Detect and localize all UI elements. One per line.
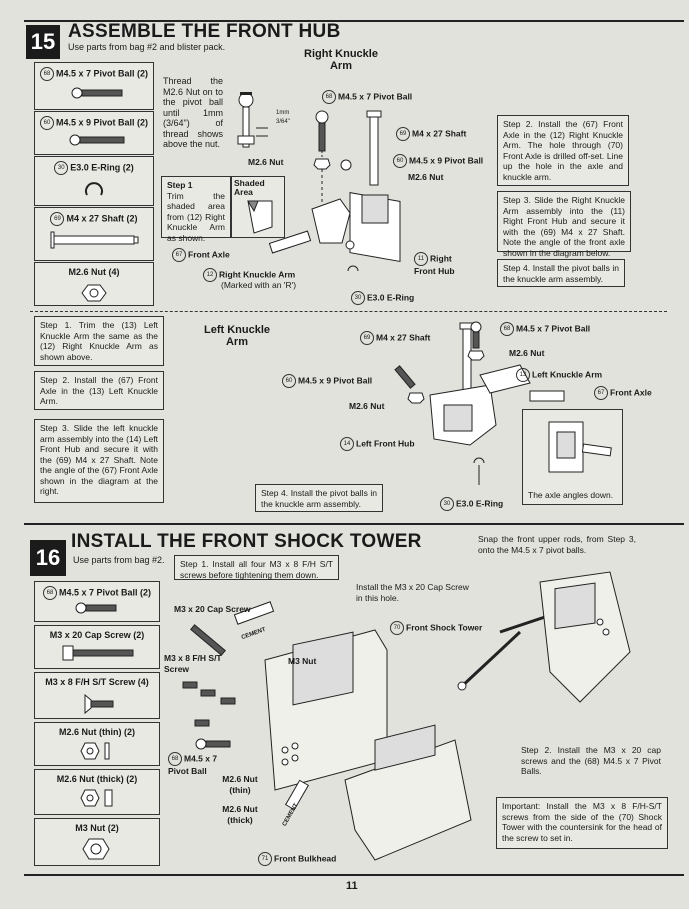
shock-tower-diagram bbox=[182, 601, 472, 861]
part-m26-nut: M2.6 Nut (4) bbox=[34, 262, 154, 306]
label-nut-left-a: M2.6 Nut bbox=[509, 348, 545, 358]
step2-right-box: Step 2. Install the (67) Front Axle in t… bbox=[497, 115, 629, 186]
step-number-15: 15 bbox=[26, 25, 60, 59]
section-divider bbox=[30, 311, 667, 312]
label-arm-right-note: (Marked with an 'R') bbox=[221, 280, 297, 290]
shaft-icon bbox=[50, 231, 139, 249]
label-nut-right-a: M2.6 Nut bbox=[248, 157, 284, 167]
e-ring-icon bbox=[85, 182, 103, 196]
label-nut-thick: M2.6 Nut (thick) bbox=[222, 804, 258, 825]
step-number-16: 16 bbox=[30, 540, 66, 576]
bottom-rule bbox=[24, 874, 684, 876]
section-16-subtitle: Use parts from bag #2. bbox=[73, 555, 165, 565]
step4-right-box: Step 4. Install the pivot balls in the k… bbox=[497, 259, 625, 287]
step3-left-box: Step 3. Slide the left knuckle arm assem… bbox=[34, 419, 164, 503]
label-m3-nut: M3 Nut bbox=[288, 656, 317, 666]
left-knuckle-title: Left Knuckle Arm bbox=[203, 324, 270, 348]
nut-thick-icon bbox=[80, 789, 113, 807]
thread-note: Thread the M2.6 Nut on to the pivot ball… bbox=[163, 76, 223, 149]
step1-16-box: Step 1. Install all four M3 x 8 F/H S/T … bbox=[174, 555, 339, 580]
snap-note-box: Snap the front upper rods, from Step 3, … bbox=[478, 534, 636, 555]
label-fh-screw: M3 x 8 F/H S/T Screw bbox=[164, 653, 222, 674]
upper-rods-sketch bbox=[457, 571, 631, 703]
shaded-area-box: Shaded Area bbox=[231, 176, 285, 238]
right-knuckle-diagram bbox=[268, 110, 401, 272]
step2-16-box: Step 2. Install the M3 x 20 cap screws a… bbox=[521, 745, 661, 776]
right-knuckle-title: Right Knuckle Arm bbox=[304, 48, 378, 72]
shaded-area-sketch bbox=[247, 200, 273, 234]
nut-thin-icon bbox=[80, 742, 110, 760]
left-knuckle-diagram bbox=[394, 321, 565, 485]
dim-1mm: 1mm bbox=[276, 110, 290, 116]
pivot-ball-icon bbox=[75, 602, 117, 614]
label-cap-screw: M3 x 20 Cap Screw bbox=[174, 604, 251, 614]
section-15-subtitle: Use parts from bag #2 and blister pack. bbox=[68, 42, 226, 52]
label-nut-thin: M2.6 Nut (thin) bbox=[222, 774, 258, 795]
step2-left-box: Step 2. Install the (67) Front Axle in t… bbox=[34, 371, 164, 410]
section-15-title: ASSEMBLE THE FRONT HUB bbox=[68, 21, 341, 42]
part16-nut-thin: M2.6 Nut (thin) (2) bbox=[34, 722, 160, 766]
part16-fh-screw: M3 x 8 F/H S/T Screw (4) bbox=[34, 672, 160, 719]
label-nut-left-b: M2.6 Nut bbox=[349, 401, 385, 411]
section-rule bbox=[24, 523, 684, 525]
fh-screw-icon bbox=[84, 693, 114, 715]
top-rule bbox=[24, 20, 684, 22]
axle-angle-sketch bbox=[548, 421, 612, 473]
page-number: 11 bbox=[346, 880, 358, 892]
important-box: Important: Install the M3 x 8 F/H-S/T sc… bbox=[496, 797, 668, 849]
step3-right-box: Step 3. Slide the Right Knuckle Arm asse… bbox=[497, 191, 631, 258]
cap-screw-icon bbox=[62, 645, 134, 661]
part16-cap-screw: M3 x 20 Cap Screw (2) bbox=[34, 625, 160, 669]
step1-left-box: Step 1. Trim the (13) Left Knuckle Arm t… bbox=[34, 316, 164, 366]
part16-m3-nut: M3 Nut (2) bbox=[34, 818, 160, 866]
pivot-ball-icon bbox=[69, 134, 125, 146]
m3-nut-icon bbox=[82, 838, 110, 860]
axle-angle-box: The axle angles down. bbox=[522, 409, 623, 505]
section-16-title: INSTALL THE FRONT SHOCK TOWER bbox=[71, 531, 422, 552]
axle-angle-note: The axle angles down. bbox=[528, 490, 614, 500]
thread-dimension-diagram bbox=[237, 92, 268, 148]
install-cap-screw-note: Install the M3 x 20 Cap Screw in this ho… bbox=[356, 582, 469, 603]
label-nut-right-b: M2.6 Nut bbox=[408, 172, 444, 182]
dim-frac: 3/64" bbox=[276, 119, 290, 125]
step4-left-box: Step 4. Install the pivot balls in the k… bbox=[255, 484, 383, 512]
nut-icon bbox=[81, 284, 107, 302]
part16-nut-thick: M2.6 Nut (thick) (2) bbox=[34, 769, 160, 815]
pivot-ball-icon bbox=[71, 87, 123, 99]
